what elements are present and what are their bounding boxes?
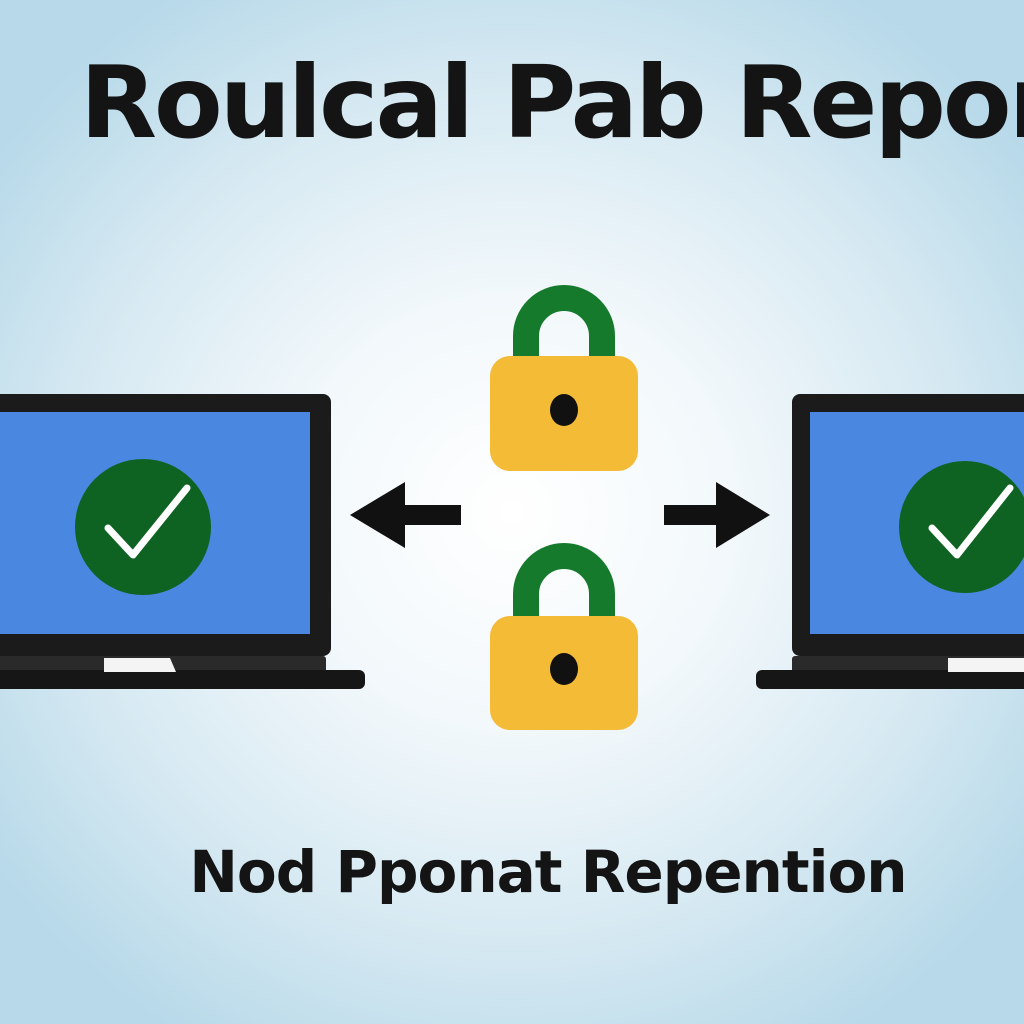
arrow-to-left-laptop [350, 482, 461, 548]
left-laptop-base [0, 670, 365, 689]
top-padlock-keyhole [550, 394, 578, 426]
bottom-padlock-shackle [513, 543, 615, 622]
checkmark-icon [899, 461, 1024, 593]
arrow-right-shaft [664, 505, 728, 525]
left-check-circle [75, 459, 211, 595]
right-check-circle [899, 461, 1024, 593]
arrow-left-head [350, 482, 405, 548]
left-laptop-trackpad [104, 658, 176, 672]
arrow-to-right-laptop [664, 482, 770, 548]
padlock-icon [490, 285, 638, 471]
right-laptop-base [756, 670, 1024, 689]
top-padlock [490, 285, 638, 471]
left-check-mark [104, 484, 191, 559]
bottom-padlock-keyhole [550, 653, 578, 685]
right-laptop [756, 394, 1024, 689]
right-laptop-trackpad [948, 658, 1024, 672]
top-padlock-shackle [513, 285, 615, 362]
arrow-left-icon [350, 482, 461, 548]
padlock-icon [490, 543, 638, 730]
bottom-padlock [490, 543, 638, 730]
page-title: Roulcal Pab Repont [80, 44, 1024, 161]
left-laptop [0, 394, 365, 689]
checkmark-icon [75, 459, 211, 595]
arrow-right-head [716, 482, 770, 548]
arrow-right-icon [664, 482, 770, 548]
right-check-mark [928, 484, 1014, 559]
arrow-left-shaft [395, 505, 461, 525]
footer-caption: Nod Pponat Repention [189, 838, 907, 906]
